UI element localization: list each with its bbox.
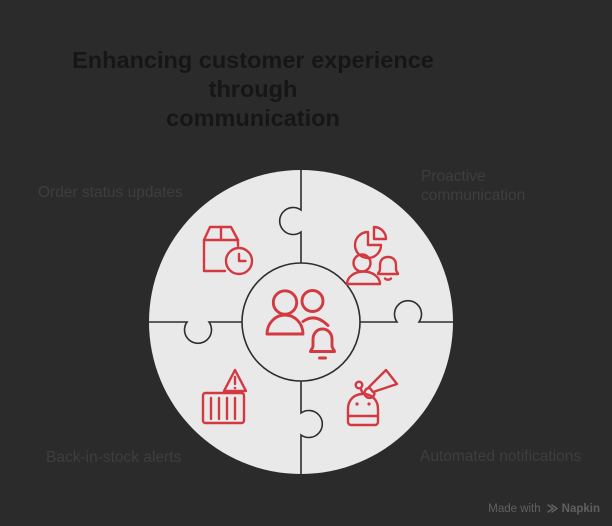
label-back-in-stock-alerts: Back-in-stock alerts [46,449,182,466]
label-proactive-communication: Proactive communication [421,168,526,204]
puzzle-seams [149,170,453,474]
label-order-status-updates: Order status updates [38,184,183,201]
center-circle [241,262,361,382]
seam-top [278,170,302,263]
seam-right [360,299,453,323]
robot-megaphone-icon [346,368,399,427]
napkin-logo-icon [546,504,558,513]
seam-left [149,321,242,345]
watermark-brand: Napkin [561,502,600,515]
pie-chart-person-bell-icon [345,225,400,286]
watermark: Made with Napkin [488,502,600,515]
page-title-line2: communication [166,105,340,131]
page-title-line1: Enhancing customer experience through [72,47,434,102]
container-warning-icon [201,368,248,425]
package-clock-icon [202,225,254,276]
people-bell-icon [265,289,336,360]
page-title: Enhancing customer experience through co… [47,46,459,133]
label-automated-notifications: Automated notifications [420,448,582,465]
seam-bottom [300,381,324,474]
watermark-prefix: Made with [488,502,541,515]
